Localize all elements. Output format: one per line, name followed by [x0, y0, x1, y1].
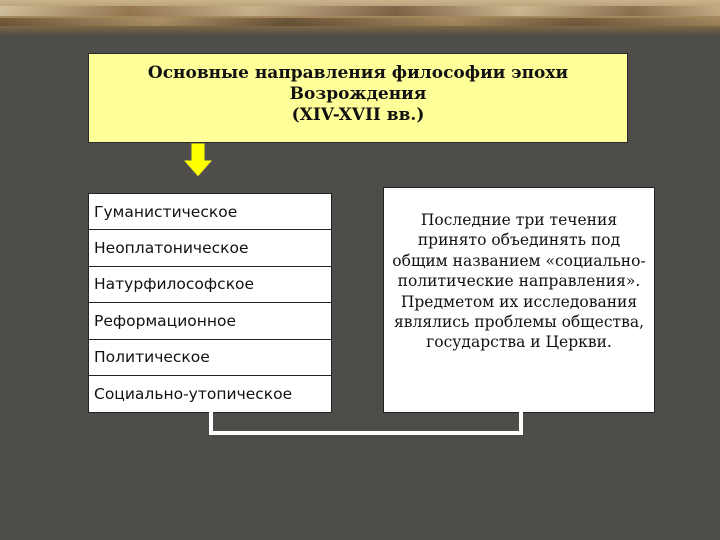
direction-item: Гуманистическое	[89, 194, 331, 230]
direction-item: Социально-утопическое	[89, 376, 331, 412]
directions-list: Гуманистическое Неоплатоническое Натурфи…	[88, 193, 332, 413]
direction-item: Натурфилософское	[89, 267, 331, 303]
direction-item: Неоплатоническое	[89, 230, 331, 266]
header-streak	[0, 18, 720, 26]
title-line: (XIV-XVII вв.)	[89, 105, 627, 126]
title-line: Возрождения	[89, 84, 627, 105]
direction-item: Реформационное	[89, 303, 331, 339]
header-streak	[0, 6, 720, 16]
title-box: Основные направления философии эпохи Воз…	[88, 53, 628, 143]
note-box: Последние три течения принято объединять…	[383, 187, 655, 413]
down-arrow-icon	[183, 143, 213, 177]
bracket-connector	[208, 412, 524, 436]
title-line: Основные направления философии эпохи	[89, 63, 627, 84]
direction-item: Политическое	[89, 340, 331, 376]
decorative-header-band	[0, 0, 720, 36]
